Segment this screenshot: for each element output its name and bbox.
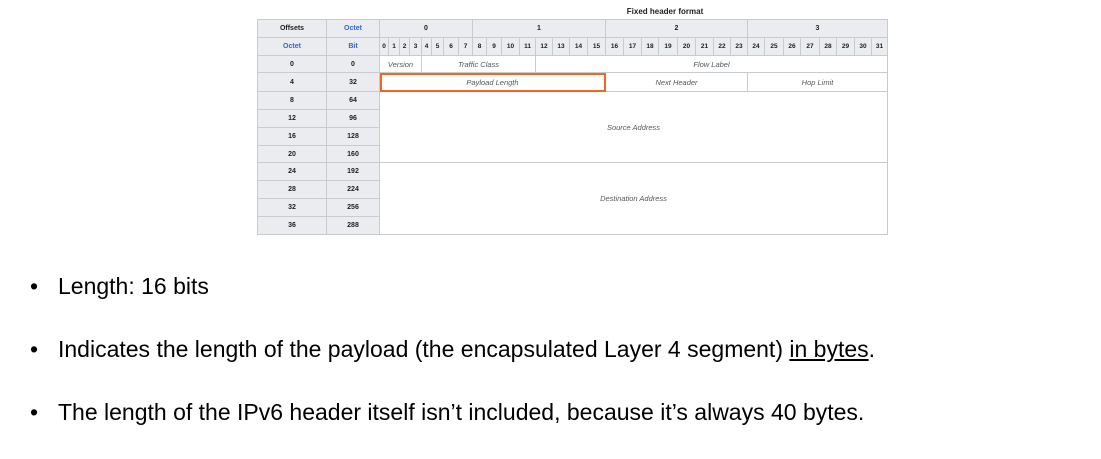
row-octet-label: 24 xyxy=(257,162,327,181)
row-bit-label: 128 xyxy=(326,127,380,146)
row-bit-label: 0 xyxy=(326,55,380,73)
bullet-text-end: . xyxy=(868,336,876,362)
field-destination-address: Destination Address xyxy=(379,162,888,235)
bit-number: 23 xyxy=(730,37,748,56)
bit-number: 28 xyxy=(819,37,837,56)
bit-number: 24 xyxy=(747,37,765,56)
bit-number: 0 xyxy=(379,37,389,56)
bit-number: 16 xyxy=(605,37,624,56)
bit-number: 14 xyxy=(569,37,588,56)
bit-number: 2 xyxy=(399,37,410,56)
bit-number: 31 xyxy=(871,37,888,56)
octet-number: 3 xyxy=(747,19,888,38)
bit-number: 8 xyxy=(472,37,487,56)
bit-header: Bit xyxy=(326,37,380,56)
bit-number: 17 xyxy=(623,37,642,56)
field-next-header: Next Header xyxy=(605,72,748,92)
bit-number: 15 xyxy=(587,37,606,56)
octet-number: 1 xyxy=(472,19,606,38)
row-octet-label: 4 xyxy=(257,72,327,92)
row-octet-label: 28 xyxy=(257,180,327,199)
row-bit-label: 224 xyxy=(326,180,380,199)
row-bit-label: 288 xyxy=(326,216,380,235)
bit-number: 18 xyxy=(641,37,659,56)
field-payload-length: Payload Length xyxy=(379,72,606,92)
bit-number: 13 xyxy=(552,37,570,56)
table-caption: Fixed header format xyxy=(626,7,704,16)
bullet-text: Indicates the length of the payload (the… xyxy=(58,336,790,362)
bit-number: 4 xyxy=(421,37,432,56)
bit-number: 30 xyxy=(854,37,872,56)
bullet-text: The length of the IPv6 header itself isn… xyxy=(58,399,865,425)
row-bit-label: 96 xyxy=(326,109,380,128)
bit-number: 25 xyxy=(764,37,784,56)
offsets-header: Offsets xyxy=(257,19,327,38)
bullet-item: Indicates the length of the payload (the… xyxy=(30,333,875,365)
bit-number: 5 xyxy=(431,37,444,56)
bullet-item: Length: 16 bits xyxy=(30,270,875,302)
bit-number: 26 xyxy=(783,37,801,56)
bullet-list: Length: 16 bits Indicates the length of … xyxy=(30,270,875,459)
field-source-address: Source Address xyxy=(379,91,888,163)
bit-number: 20 xyxy=(677,37,696,56)
row-octet-label: 8 xyxy=(257,91,327,110)
row-octet-label: 16 xyxy=(257,127,327,146)
bit-number: 11 xyxy=(519,37,536,56)
bit-number: 7 xyxy=(458,37,473,56)
row-octet-label: 36 xyxy=(257,216,327,235)
row-bit-label: 64 xyxy=(326,91,380,110)
field-flow-label: Flow Label xyxy=(535,55,888,73)
bullet-item: The length of the IPv6 header itself isn… xyxy=(30,396,875,428)
bit-number: 21 xyxy=(695,37,714,56)
row-octet-label: 20 xyxy=(257,145,327,163)
bit-number: 22 xyxy=(713,37,731,56)
row-octet-label: 32 xyxy=(257,198,327,217)
field-hop-limit: Hop Limit xyxy=(747,72,888,92)
bullet-text: Length: 16 bits xyxy=(58,273,209,299)
bit-number: 3 xyxy=(409,37,422,56)
row-octet-label: 0 xyxy=(257,55,327,73)
bit-number: 29 xyxy=(836,37,855,56)
bit-number: 9 xyxy=(486,37,502,56)
bit-number: 10 xyxy=(501,37,520,56)
row-bit-label: 160 xyxy=(326,145,380,163)
bit-number: 6 xyxy=(443,37,459,56)
row-bit-label: 192 xyxy=(326,162,380,181)
bit-number: 19 xyxy=(658,37,678,56)
bit-number: 27 xyxy=(800,37,820,56)
octet-number: 2 xyxy=(605,19,748,38)
octet-row-header: Octet xyxy=(257,37,327,56)
bit-number: 1 xyxy=(388,37,400,56)
octet-number: 0 xyxy=(379,19,473,38)
row-bit-label: 256 xyxy=(326,198,380,217)
octet-header: Octet xyxy=(326,19,380,38)
row-octet-label: 12 xyxy=(257,109,327,128)
underlined-text: in bytes xyxy=(789,336,869,362)
field-version: Version xyxy=(379,55,422,73)
field-traffic-class: Traffic Class xyxy=(421,55,536,73)
row-bit-label: 32 xyxy=(326,72,380,92)
bit-number: 12 xyxy=(535,37,553,56)
